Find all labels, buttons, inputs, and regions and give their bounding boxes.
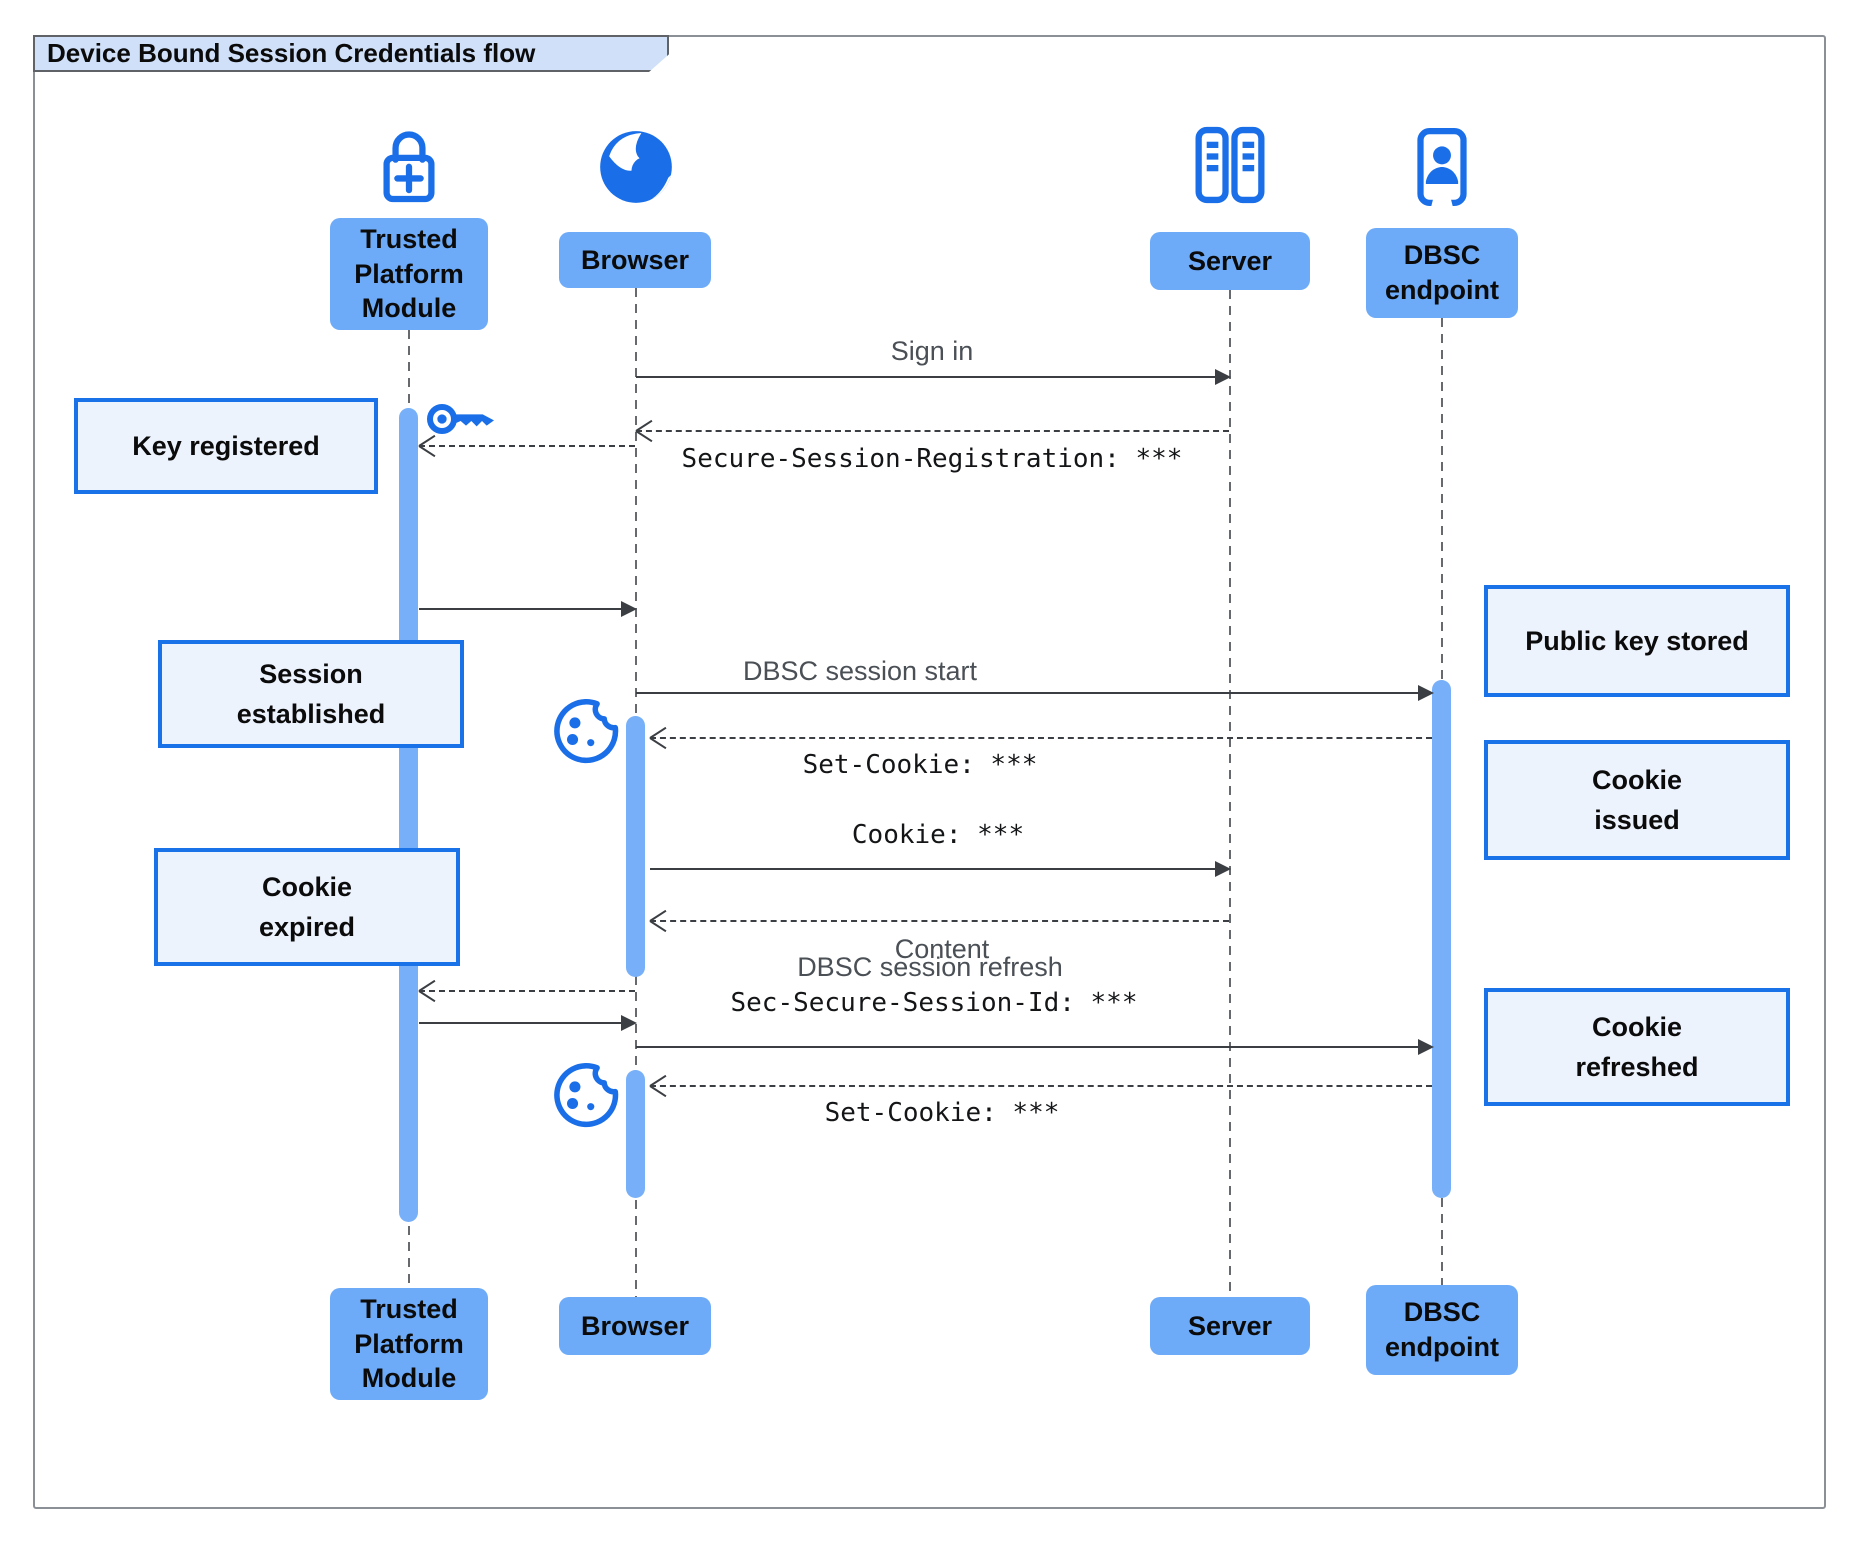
arrow-cookie	[650, 861, 1231, 877]
note-cookie-issued: Cookie issued	[1484, 740, 1790, 860]
globe-icon	[593, 124, 679, 210]
lifeline-server	[1229, 290, 1231, 1297]
cookie-icon	[548, 690, 624, 770]
actor-top-tpm: Trusted Platform Module	[330, 218, 488, 330]
msg-set-cookie-1: Set-Cookie: ***	[802, 750, 1038, 780]
actor-top-browser: Browser	[559, 232, 711, 288]
arrow-tpm-to-browser-1	[419, 601, 637, 617]
arrow-sign-in	[636, 369, 1231, 385]
actor-bottom-browser: Browser	[559, 1297, 711, 1355]
arrow-browser-to-tpm-1	[419, 445, 635, 447]
activation-bar-dbsc	[1432, 680, 1451, 1198]
lock-plus-icon	[366, 122, 452, 208]
arrow-tpm-to-browser-2	[419, 1015, 637, 1031]
msg-cookie: Cookie: ***	[851, 820, 1025, 850]
note-cookie-refreshed: Cookie refreshed	[1484, 988, 1790, 1106]
arrow-browser-to-tpm-2	[419, 990, 635, 992]
actor-top-server: Server	[1150, 232, 1310, 290]
server-racks-icon	[1187, 122, 1273, 208]
actor-bottom-tpm: Trusted Platform Module	[330, 1288, 488, 1400]
doorway-person-icon	[1399, 124, 1485, 210]
msg-sign-in: Sign in	[890, 336, 974, 366]
actor-top-dbsc: DBSC endpoint	[1366, 228, 1518, 318]
msg-sec-secure-session-id: Sec-Secure-Session-Id: ***	[730, 988, 1138, 1018]
arrow-set-cookie-2	[650, 1085, 1432, 1087]
arrow-dbsc-session-refresh	[636, 1039, 1434, 1055]
cookie-icon	[548, 1054, 624, 1134]
msg-set-cookie-2: Set-Cookie: ***	[824, 1098, 1060, 1128]
actor-bottom-server: Server	[1150, 1297, 1310, 1355]
note-public-key-stored: Public key stored	[1484, 585, 1790, 697]
key-icon	[424, 392, 504, 446]
note-cookie-expired: Cookie expired	[154, 848, 460, 966]
diagram-title: Device Bound Session Credentials flow	[33, 35, 669, 72]
msg-dbsc-session-start: DBSC session start	[742, 656, 978, 686]
arrow-content	[650, 920, 1229, 922]
activation-bar-browser-2	[626, 1070, 645, 1198]
msg-dbsc-session-refresh: DBSC session refresh	[797, 952, 1063, 982]
note-session-established: Session established	[158, 640, 464, 748]
arrow-set-cookie-1	[650, 737, 1432, 739]
arrow-dbsc-session-start	[636, 685, 1434, 701]
note-key-registered: Key registered	[74, 398, 378, 494]
activation-bar-tpm	[399, 408, 418, 1222]
msg-content: Content	[894, 934, 990, 964]
msg-secure-session-registration: Secure-Session-Registration: ***	[681, 444, 1183, 474]
actor-bottom-dbsc: DBSC endpoint	[1366, 1285, 1518, 1375]
arrow-secure-session-registration	[636, 430, 1229, 432]
activation-bar-browser-1	[626, 716, 645, 977]
